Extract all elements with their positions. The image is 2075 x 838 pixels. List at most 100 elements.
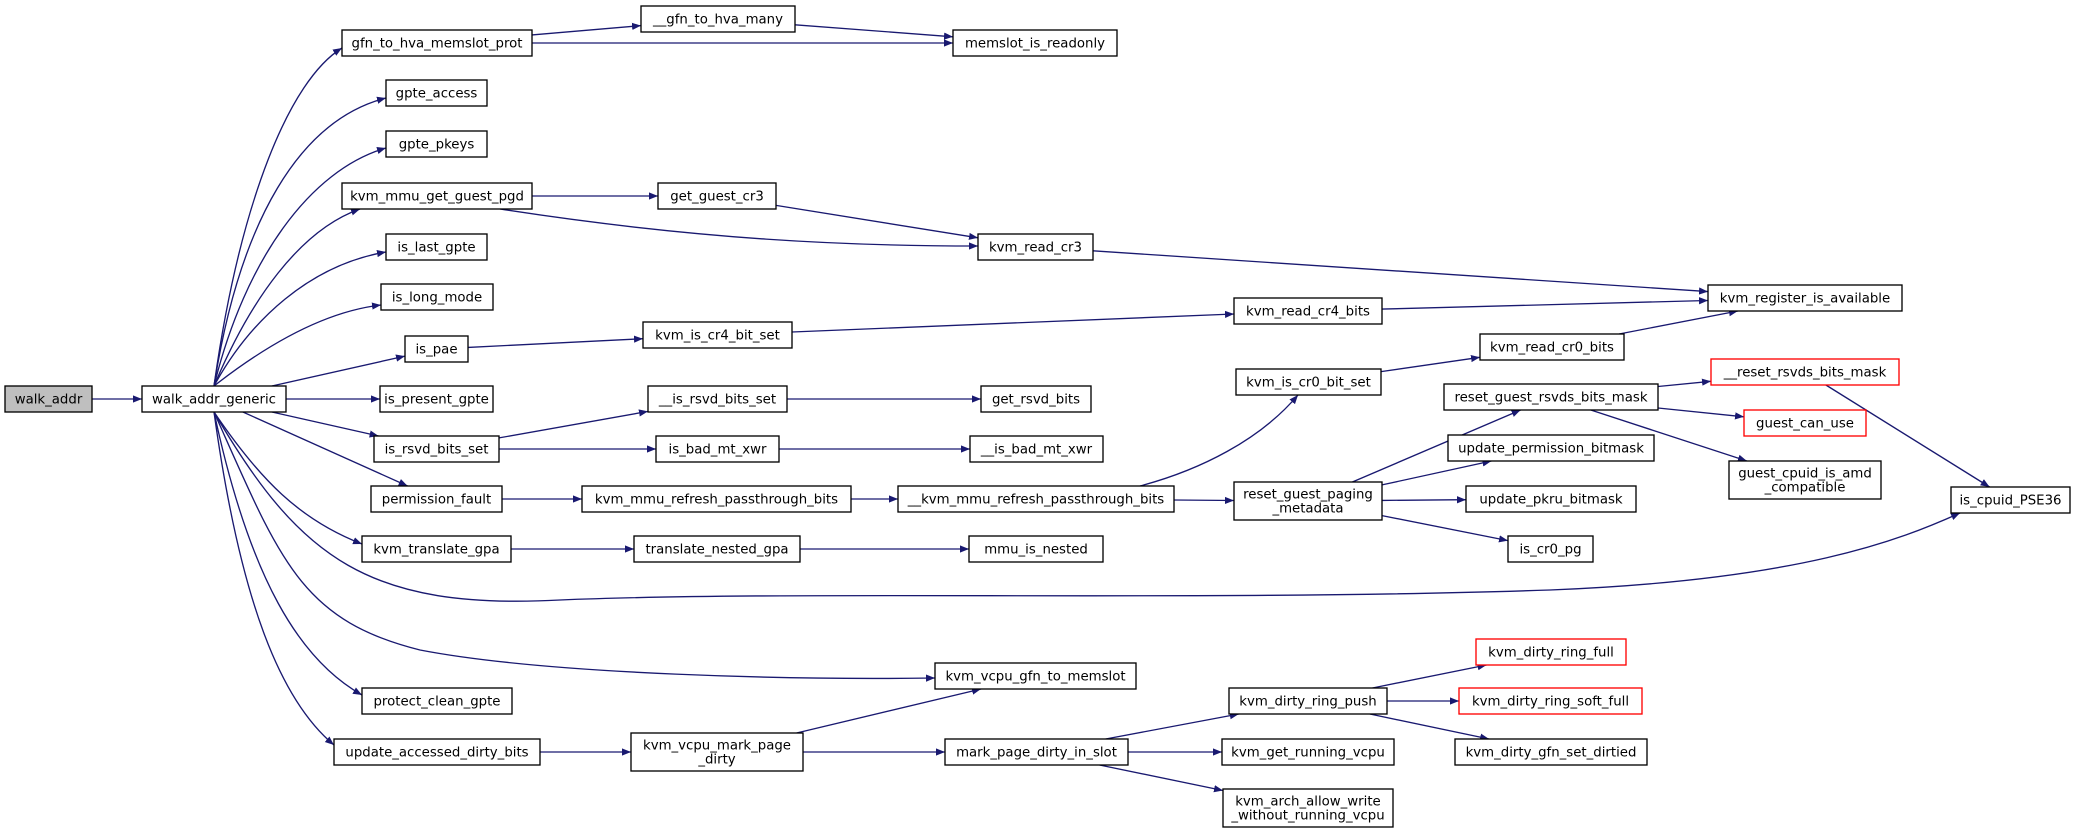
node-box — [1479, 333, 1625, 361]
node-__is_bad_mt_xwr[interactable]: __is_bad_mt_xwr — [969, 435, 1104, 463]
edge-reset_guest_paging_metadata-to-update_pkru_bitmask — [1381, 496, 1467, 504]
edge-walk_addr_generic-to-kvm_vcpu_gfn_to_memslot — [213, 411, 936, 682]
node-walk_addr[interactable]: walk_addr — [4, 385, 93, 413]
node-label: is_cpuid_PSE36 — [1959, 494, 2061, 509]
node-kvm_dirty_ring_soft_full[interactable]: kvm_dirty_ring_soft_full — [1458, 687, 1643, 715]
node-label: translate_nested_gpa — [645, 543, 788, 558]
node-kvm_dirty_gfn_set_dirtied[interactable]: kvm_dirty_gfn_set_dirtied — [1454, 738, 1648, 766]
node-is_long_mode[interactable]: is_long_mode — [380, 283, 494, 311]
node-label: _without_running_vcpu — [1230, 809, 1384, 824]
node-reset_guest_rsvds_bits_mask[interactable]: reset_guest_rsvds_bits_mask — [1443, 383, 1659, 411]
node-label: mark_page_dirty_in_slot — [956, 746, 1117, 761]
node-kvm_mmu_refresh_passthrough_bits[interactable]: kvm_mmu_refresh_passthrough_bits — [581, 485, 852, 513]
edge-arrow — [796, 687, 982, 734]
node-box — [1475, 638, 1627, 666]
node-permission_fault[interactable]: permission_fault — [370, 485, 503, 513]
node-label: walk_addr_generic — [152, 393, 276, 408]
node-kvm_read_cr3[interactable]: kvm_read_cr3 — [977, 233, 1094, 261]
node-__gfn_to_hva_many[interactable]: __gfn_to_hva_many — [640, 5, 796, 33]
node-walk_addr_generic[interactable]: walk_addr_generic — [141, 385, 287, 413]
node-__reset_rsvds_bits_mask[interactable]: __reset_rsvds_bits_mask — [1710, 358, 1900, 386]
edge-walk_addr_generic-to-protect_clean_gpte — [213, 411, 363, 696]
node-kvm_read_cr4_bits[interactable]: kvm_read_cr4_bits — [1233, 297, 1383, 325]
node-box — [1465, 485, 1637, 513]
node-box — [1743, 409, 1867, 437]
node-__is_rsvd_bits_set[interactable]: __is_rsvd_bits_set — [647, 385, 788, 413]
edge-arrow — [1092, 250, 1709, 295]
node-label: kvm_dirty_ring_push — [1239, 695, 1376, 710]
node-get_rsvd_bits[interactable]: get_rsvd_bits — [980, 385, 1092, 413]
node-gpte_pkeys[interactable]: gpte_pkeys — [385, 130, 488, 158]
node-reset_guest_paging_metadata[interactable]: reset_guest_paging_metadata — [1233, 481, 1383, 521]
node-kvm_vcpu_gfn_to_memslot[interactable]: kvm_vcpu_gfn_to_memslot — [934, 662, 1137, 690]
node-kvm_dirty_ring_full[interactable]: kvm_dirty_ring_full — [1475, 638, 1627, 666]
node-is_last_gpte[interactable]: is_last_gpte — [385, 233, 488, 261]
node-is_cr0_pg[interactable]: is_cr0_pg — [1507, 535, 1594, 563]
node-box — [977, 233, 1094, 261]
node-kvm_is_cr4_bit_set[interactable]: kvm_is_cr4_bit_set — [642, 321, 793, 349]
node-kvm_translate_gpa[interactable]: kvm_translate_gpa — [361, 535, 512, 563]
node-box — [333, 738, 541, 766]
node-__kvm_mmu_refresh_passthrough_bits[interactable]: __kvm_mmu_refresh_passthrough_bits — [897, 485, 1175, 513]
edge-walk_addr_generic-to-is_pae — [271, 354, 406, 387]
node-label: is_rsvd_bits_set — [385, 443, 489, 458]
node-is_present_gpte[interactable]: is_present_gpte — [379, 385, 494, 413]
edge-arrow — [1825, 384, 1990, 488]
node-is_bad_mt_xwr[interactable]: is_bad_mt_xwr — [655, 435, 780, 463]
node-update_permission_bitmask[interactable]: update_permission_bitmask — [1447, 434, 1655, 462]
node-mark_page_dirty_in_slot[interactable]: mark_page_dirty_in_slot — [944, 738, 1129, 766]
edge-arrow — [213, 249, 387, 387]
node-is_pae[interactable]: is_pae — [404, 335, 469, 363]
node-is_cpuid_PSE36[interactable]: is_cpuid_PSE36 — [1950, 486, 2071, 514]
node-kvm_get_running_vcpu[interactable]: kvm_get_running_vcpu — [1221, 738, 1395, 766]
node-label: reset_guest_paging — [1243, 488, 1373, 503]
node-label: __kvm_mmu_refresh_passthrough_bits — [907, 493, 1165, 508]
node-mmu_is_nested[interactable]: mmu_is_nested — [968, 535, 1104, 563]
node-update_accessed_dirty_bits[interactable]: update_accessed_dirty_bits — [333, 738, 541, 766]
node-label: gpte_pkeys — [399, 138, 475, 153]
edge-__kvm_mmu_refresh_passthrough_bits-to-reset_guest_paging_metadata — [1173, 496, 1235, 505]
node-protect_clean_gpte[interactable]: protect_clean_gpte — [361, 687, 513, 715]
node-kvm_is_cr0_bit_set[interactable]: kvm_is_cr0_bit_set — [1235, 368, 1382, 396]
node-gpte_access[interactable]: gpte_access — [385, 79, 488, 107]
edge-arrow — [531, 22, 642, 36]
node-box — [1233, 297, 1383, 325]
node-box — [1233, 481, 1383, 521]
node-kvm_mmu_get_guest_pgd[interactable]: kvm_mmu_get_guest_pgd — [341, 182, 533, 210]
edge-arrow — [213, 96, 387, 387]
node-kvm_vcpu_mark_page_dirty[interactable]: kvm_vcpu_mark_page_dirty — [630, 732, 804, 772]
node-label: gfn_to_hva_memslot_prot — [352, 37, 523, 52]
edge-arrow — [775, 204, 979, 240]
node-get_guest_cr3[interactable]: get_guest_cr3 — [657, 182, 777, 210]
node-label: kvm_translate_gpa — [373, 543, 499, 558]
node-translate_nested_gpa[interactable]: translate_nested_gpa — [633, 535, 801, 563]
edge-arrow — [213, 411, 936, 682]
edge-reset_guest_rsvds_bits_mask-to-guest_cpuid_is_amd_compatible — [1590, 409, 1748, 462]
node-label: memslot_is_readonly — [965, 37, 1105, 52]
edge-reset_guest_paging_metadata-to-reset_guest_rsvds_bits_mask — [1352, 409, 1521, 483]
edge-arrow — [498, 409, 649, 439]
node-gfn_to_hva_memslot_prot[interactable]: gfn_to_hva_memslot_prot — [341, 29, 533, 57]
node-kvm_arch_allow_write_without_running_vcpu[interactable]: kvm_arch_allow_write_without_running_vcp… — [1222, 788, 1394, 828]
edge-walk_addr_generic-to-update_accessed_dirty_bits — [213, 411, 335, 746]
edge-reset_guest_paging_metadata-to-is_cr0_pg — [1381, 514, 1509, 543]
node-box — [968, 535, 1104, 563]
node-kvm_read_cr0_bits[interactable]: kvm_read_cr0_bits — [1479, 333, 1625, 361]
node-is_rsvd_bits_set[interactable]: is_rsvd_bits_set — [373, 435, 500, 463]
node-label: kvm_is_cr4_bit_set — [655, 329, 780, 344]
node-memslot_is_readonly[interactable]: memslot_is_readonly — [952, 29, 1118, 57]
node-box — [980, 385, 1092, 413]
node-update_pkru_bitmask[interactable]: update_pkru_bitmask — [1465, 485, 1637, 513]
node-label: kvm_dirty_ring_soft_full — [1472, 695, 1629, 710]
edge-walk_addr_generic-to-is_last_gpte — [213, 249, 387, 387]
edge-is_rsvd_bits_set-to-__is_rsvd_bits_set — [498, 409, 649, 439]
node-box — [944, 738, 1129, 766]
node-kvm_register_is_available[interactable]: kvm_register_is_available — [1707, 284, 1903, 312]
node-guest_cpuid_is_amd_compatible[interactable]: guest_cpuid_is_amd_compatible — [1728, 460, 1882, 500]
node-kvm_dirty_ring_push[interactable]: kvm_dirty_ring_push — [1228, 687, 1388, 715]
node-label: kvm_read_cr3 — [989, 241, 1082, 256]
node-guest_can_use[interactable]: guest_can_use — [1743, 409, 1867, 437]
node-box — [1707, 284, 1903, 312]
edge-__kvm_mmu_refresh_passthrough_bits-to-kvm_is_cr0_bit_set — [1139, 394, 1299, 487]
node-box — [1950, 486, 2071, 514]
